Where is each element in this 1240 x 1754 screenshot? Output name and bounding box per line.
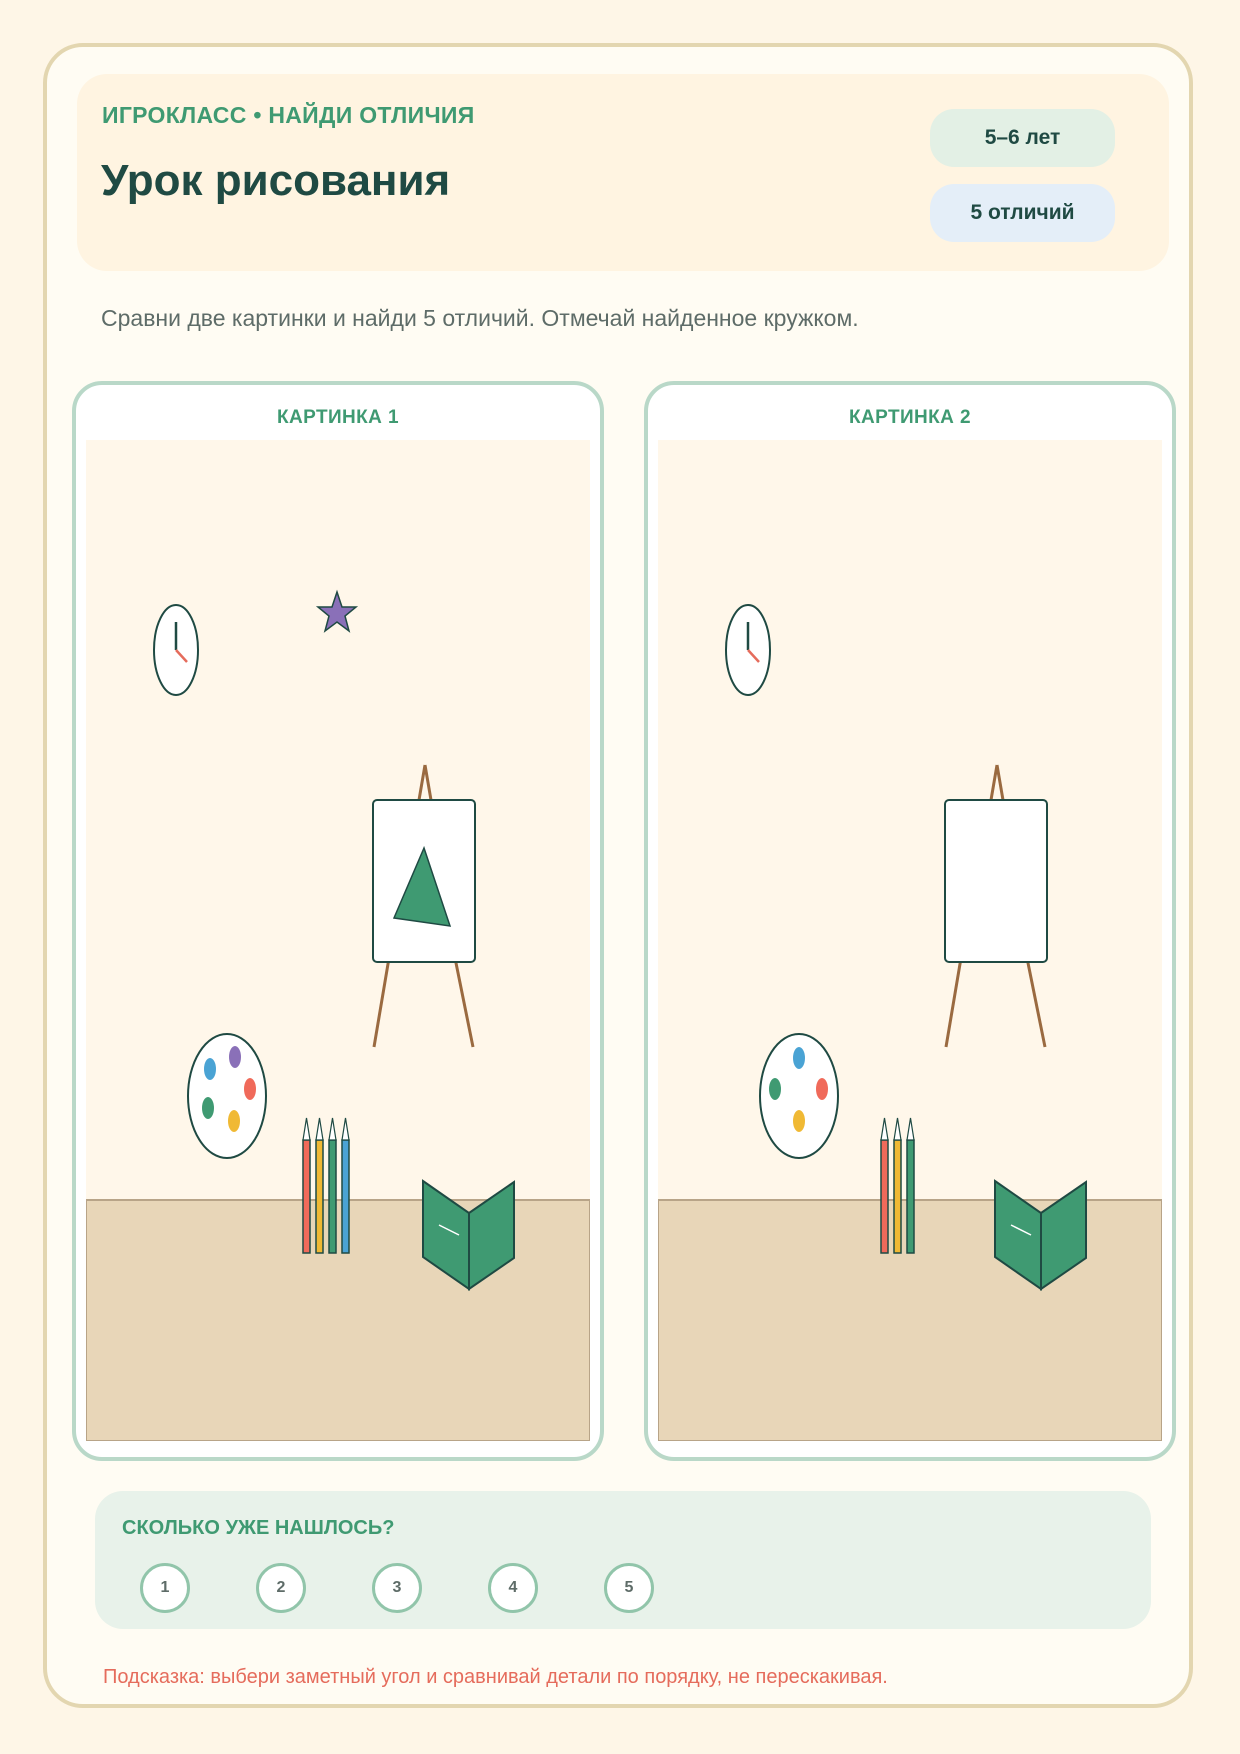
scene-1[interactable] — [86, 440, 590, 1441]
scene-2[interactable] — [658, 440, 1162, 1441]
picture-panel-2: КАРТИНКА 2 — [644, 381, 1176, 1461]
instruction-text: Сравни две картинки и найди 5 отличий. О… — [101, 305, 859, 331]
found-circle-4[interactable]: 4 — [488, 1563, 538, 1613]
wall — [658, 440, 1162, 1200]
palette-icon — [759, 1033, 839, 1159]
found-circle-3[interactable]: 3 — [372, 1563, 422, 1613]
pencil-red — [880, 1117, 889, 1254]
easel — [944, 764, 1048, 1048]
header: ИГРОКЛАСС • НАЙДИ ОТЛИЧИЯ Урок рисования… — [77, 74, 1169, 271]
found-circle-5[interactable]: 5 — [604, 1563, 654, 1613]
pencil-green — [906, 1117, 915, 1254]
clock-icon — [153, 604, 199, 696]
wall — [86, 440, 590, 1200]
easel — [372, 764, 476, 1048]
picture-label-1: КАРТИНКА 1 — [277, 407, 399, 428]
hint-text: Подсказка: выбери заметный угол и сравни… — [103, 1666, 888, 1688]
pencils-icon — [302, 1117, 350, 1254]
found-circle-1[interactable]: 1 — [140, 1563, 190, 1613]
pencil-green — [328, 1117, 337, 1254]
palette-icon — [187, 1033, 267, 1159]
kicker: ИГРОКЛАСС • НАЙДИ ОТЛИЧИЯ — [102, 102, 475, 128]
differences-count-badge: 5 отличий — [930, 184, 1115, 242]
found-counter: СКОЛЬКО УЖЕ НАШЛОСЬ? 1 2 3 4 5 — [95, 1491, 1151, 1629]
picture-label-2: КАРТИНКА 2 — [849, 407, 971, 428]
found-circle-2[interactable]: 2 — [256, 1563, 306, 1613]
triangle-on-canvas — [392, 845, 452, 927]
pencil-red — [302, 1117, 311, 1254]
book-icon — [422, 1179, 515, 1291]
age-badge: 5–6 лет — [930, 109, 1115, 167]
picture-panel-1: КАРТИНКА 1 — [72, 381, 604, 1461]
counter-title: СКОЛЬКО УЖЕ НАШЛОСЬ? — [122, 1517, 395, 1539]
pencil-blue — [341, 1117, 350, 1254]
worksheet: ИГРОКЛАСС • НАЙДИ ОТЛИЧИЯ Урок рисования… — [43, 43, 1193, 1708]
star-icon — [315, 589, 359, 633]
book-icon — [994, 1179, 1087, 1291]
clock-icon — [725, 604, 771, 696]
pencil-yellow — [315, 1117, 324, 1254]
page-title: Урок рисования — [101, 156, 451, 205]
pencils-icon — [880, 1117, 915, 1254]
pencil-yellow — [893, 1117, 902, 1254]
